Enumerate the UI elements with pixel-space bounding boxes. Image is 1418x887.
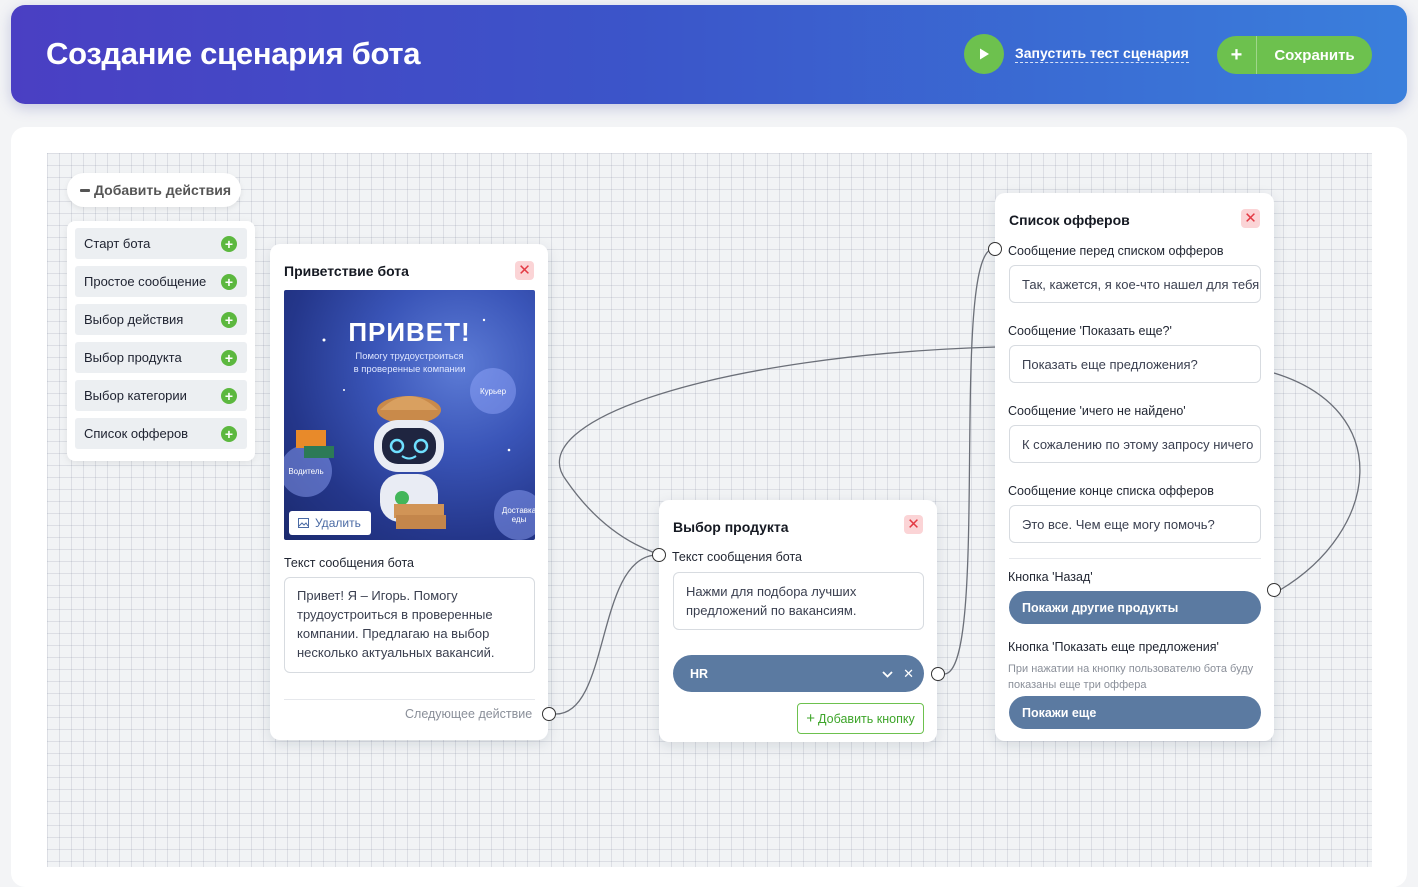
message-text-field[interactable]: Привет! Я – Игорь. Помогу трудоустроитьс… [284,577,535,673]
message-text-field[interactable]: Нажми для подбора лучших предложений по … [673,572,924,630]
field-label: Кнопка 'Назад' [1008,570,1093,584]
add-button-button[interactable]: + Добавить кнопку [797,703,924,734]
back-button[interactable]: Покажи другие продукты [1009,591,1261,624]
product-output-port[interactable] [931,667,945,681]
add-circle-icon[interactable]: + [221,387,237,404]
action-item-offers-list[interactable]: Список офферов + [75,418,247,449]
action-item-simple-message[interactable]: Простое сообщение + [75,266,247,297]
product-input-port[interactable] [652,548,666,562]
action-item-label: Простое сообщение [84,274,207,289]
product-select-value: HR [690,666,709,681]
action-item-label: Старт бота [84,236,151,251]
close-icon[interactable]: ✕ [515,261,534,280]
image-headline: ПРИВЕТ! [348,317,471,347]
image-subline-1: Помогу трудоустроиться [355,351,464,362]
image-subline: Помогу трудоустроиться в проверенные ком… [284,350,535,376]
welcome-image: ПРИВЕТ! Помогу трудоустроиться в провере… [284,290,535,540]
action-item-start[interactable]: Старт бота + [75,228,247,259]
before-offers-field[interactable]: Так, кажется, я кое-что нашел для тебя [1009,265,1261,303]
add-circle-icon[interactable]: + [221,273,237,290]
chevron-down-icon[interactable] [882,666,893,681]
add-actions-toggle[interactable]: Добавить действия [67,173,241,207]
field-label: Текст сообщения бота [284,556,414,570]
add-circle-icon[interactable]: + [221,425,237,442]
field-label: Сообщение 'Показать еще?' [1008,324,1172,338]
page-header: Создание сценария бота Запустить тест сц… [11,5,1407,104]
nothing-found-field[interactable]: К сожалению по этому запросу ничего [1009,425,1261,463]
play-icon [964,34,1004,74]
show-more-hint: При нажатии на кнопку пользователю бота … [1008,663,1254,691]
add-circle-icon[interactable]: + [221,349,237,366]
image-icon [298,518,309,528]
image-subline-2: в проверенные компании [353,364,466,375]
show-more-button[interactable]: Покажи еще [1009,696,1261,729]
next-action-port[interactable] [542,707,556,721]
plus-icon: + [806,710,816,727]
field-label: Текст сообщения бота [672,550,802,564]
end-of-list-field[interactable]: Это все. Чем еще могу помочь? [1009,505,1261,543]
page-title: Создание сценария бота [46,36,421,71]
action-item-choose-category[interactable]: Выбор категории + [75,380,247,411]
next-action-label: Следующее действие [405,707,533,721]
action-item-choose-action[interactable]: Выбор действия + [75,304,247,335]
clear-icon[interactable]: ✕ [903,665,914,681]
field-label: Сообщение конце списка офферов [1008,484,1214,498]
offers-card[interactable]: Список офферов ✕ Сообщение перед списком… [995,193,1274,741]
minus-icon [80,188,90,192]
field-label: Сообщение перед списком офферов [1008,244,1224,258]
delivery-bubble: Доставка еды [494,490,535,540]
action-item-label: Выбор категории [84,388,187,403]
offers-input-port[interactable] [988,242,1002,256]
welcome-card[interactable]: Приветствие бота ✕ ПРИВЕТ! Помогу трудоу… [270,244,548,740]
close-icon[interactable]: ✕ [1241,209,1260,228]
card-title: Список офферов [1009,212,1130,228]
delete-image-button[interactable]: Удалить [289,511,371,535]
action-item-choose-product[interactable]: Выбор продукта + [75,342,247,373]
add-circle-icon[interactable]: + [221,311,237,328]
save-label: Сохранить [1274,46,1355,64]
product-card[interactable]: Выбор продукта ✕ Текст сообщения бота На… [659,500,937,742]
action-item-label: Выбор продукта [84,350,182,365]
robot-illustration [296,318,511,529]
divider [284,699,535,700]
add-button-label: Добавить кнопку [818,711,915,726]
close-icon[interactable]: ✕ [904,515,923,534]
courier-bubble: Курьер [470,368,516,414]
run-test-button[interactable]: Запустить тест сценария [964,34,1189,74]
divider [1009,558,1261,559]
run-test-label: Запустить тест сценария [1015,45,1189,63]
product-select[interactable]: HR ✕ [673,655,924,692]
field-label: Сообщение 'ичего не найдено' [1008,404,1186,418]
show-more-question-field[interactable]: Показать еще предложения? [1009,345,1261,383]
back-button-port[interactable] [1267,583,1281,597]
card-title: Приветствие бота [284,263,409,279]
action-item-label: Список офферов [84,426,189,441]
save-button[interactable]: + Сохранить [1217,36,1372,74]
delete-label: Удалить [315,516,361,530]
action-item-label: Выбор действия [84,312,184,327]
plus-icon: + [1217,36,1257,74]
add-actions-label: Добавить действия [94,182,231,198]
actions-list: Старт бота + Простое сообщение + Выбор д… [67,221,255,461]
field-label: Кнопка 'Показать еще предложения' [1008,640,1219,654]
card-title: Выбор продукта [673,519,789,535]
add-circle-icon[interactable]: + [221,235,237,252]
